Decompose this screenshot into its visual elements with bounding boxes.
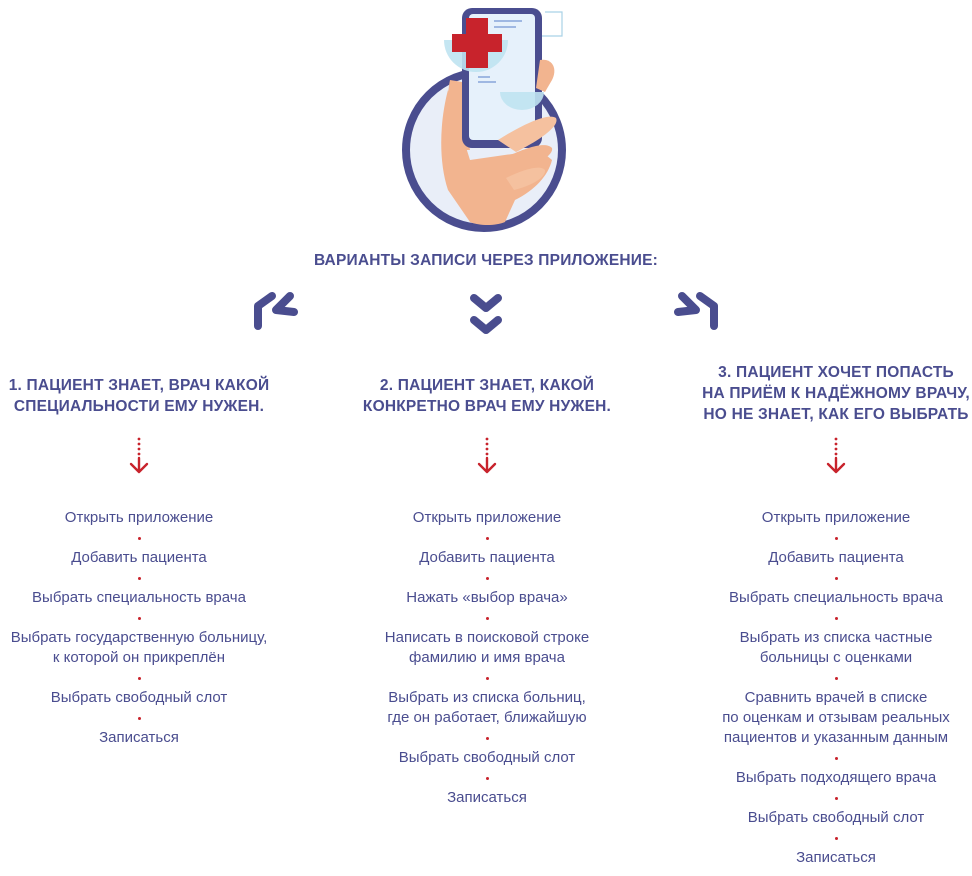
- list-item: Выбрать из списка частные больницы с оце…: [739, 629, 933, 666]
- list-item: Выбрать свободный слот: [50, 689, 228, 706]
- arrow-down-icon: [477, 437, 497, 474]
- list-item: Записаться: [447, 789, 527, 806]
- chevron-left-down-icon: [254, 292, 298, 330]
- list-item: Выбрать свободный слот: [747, 809, 925, 826]
- list-item: Сравнить врачей в списке по оценкам и от…: [722, 689, 950, 746]
- arrow-down-icon: [129, 437, 149, 474]
- list-item: Нажать «выбор врача»: [406, 589, 568, 606]
- list-item: Добавить пациента: [768, 549, 904, 566]
- chevron-right-down-icon: [674, 292, 718, 330]
- hero-illustration: [402, 8, 566, 232]
- list-item: Выбрать государственную больницу, к кото…: [10, 629, 268, 666]
- arrow-down-icon: [826, 437, 846, 474]
- separator-dot: [137, 617, 141, 620]
- list-item: Открыть приложение: [412, 509, 562, 526]
- list-item: Открыть приложение: [761, 509, 911, 526]
- separator-dot: [834, 577, 838, 580]
- separator-dot: [485, 677, 489, 680]
- separator-dot: [485, 777, 489, 780]
- steps-list: Открыть приложение Добавить пациента Наж…: [352, 508, 622, 808]
- list-item: Выбрать из списка больниц, где он работа…: [387, 689, 587, 726]
- separator-dot: [485, 737, 489, 740]
- separator-dot: [834, 797, 838, 800]
- list-item: Выбрать специальность врача: [729, 589, 943, 606]
- hand-phone-medical-cross-icon: [402, 8, 566, 232]
- list-item: Добавить пациента: [419, 549, 555, 566]
- chevron-down-double-icon: [470, 294, 502, 334]
- column-heading: 2. ПАЦИЕНТ ЗНАЕТ, КАКОЙ КОНКРЕТНО ВРАЧ Е…: [362, 377, 612, 415]
- list-item: Написать в поисковой строке фамилию и им…: [384, 629, 590, 666]
- list-item: Выбрать подходящего врача: [735, 769, 937, 786]
- separator-dot: [485, 617, 489, 620]
- steps-list: Открыть приложение Добавить пациента Выб…: [700, 508, 972, 868]
- list-item: Добавить пациента: [71, 549, 207, 566]
- page-title: ВАРИАНТЫ ЗАПИСИ ЧЕРЕЗ ПРИЛОЖЕНИЕ:: [313, 252, 659, 269]
- column-heading: 1. ПАЦИЕНТ ЗНАЕТ, ВРАЧ КАКОЙ СПЕЦИАЛЬНОС…: [8, 377, 270, 415]
- separator-dot: [485, 537, 489, 540]
- separator-dot: [834, 537, 838, 540]
- column-heading: 3. ПАЦИЕНТ ХОЧЕТ ПОПАСТЬ НА ПРИЁМ К НАДЁ…: [702, 364, 970, 423]
- separator-dot: [137, 717, 141, 720]
- separator-dot: [485, 577, 489, 580]
- separator-dot: [834, 617, 838, 620]
- separator-dot: [137, 577, 141, 580]
- separator-dot: [834, 677, 838, 680]
- list-item: Открыть приложение: [64, 509, 214, 526]
- separator-dot: [834, 757, 838, 760]
- list-item: Записаться: [796, 849, 876, 866]
- separator-dot: [834, 837, 838, 840]
- list-item: Записаться: [99, 729, 179, 746]
- separator-dot: [137, 677, 141, 680]
- separator-dot: [137, 537, 141, 540]
- list-item: Выбрать свободный слот: [398, 749, 576, 766]
- steps-list: Открыть приложение Добавить пациента Выб…: [0, 508, 278, 748]
- list-item: Выбрать специальность врача: [32, 589, 246, 606]
